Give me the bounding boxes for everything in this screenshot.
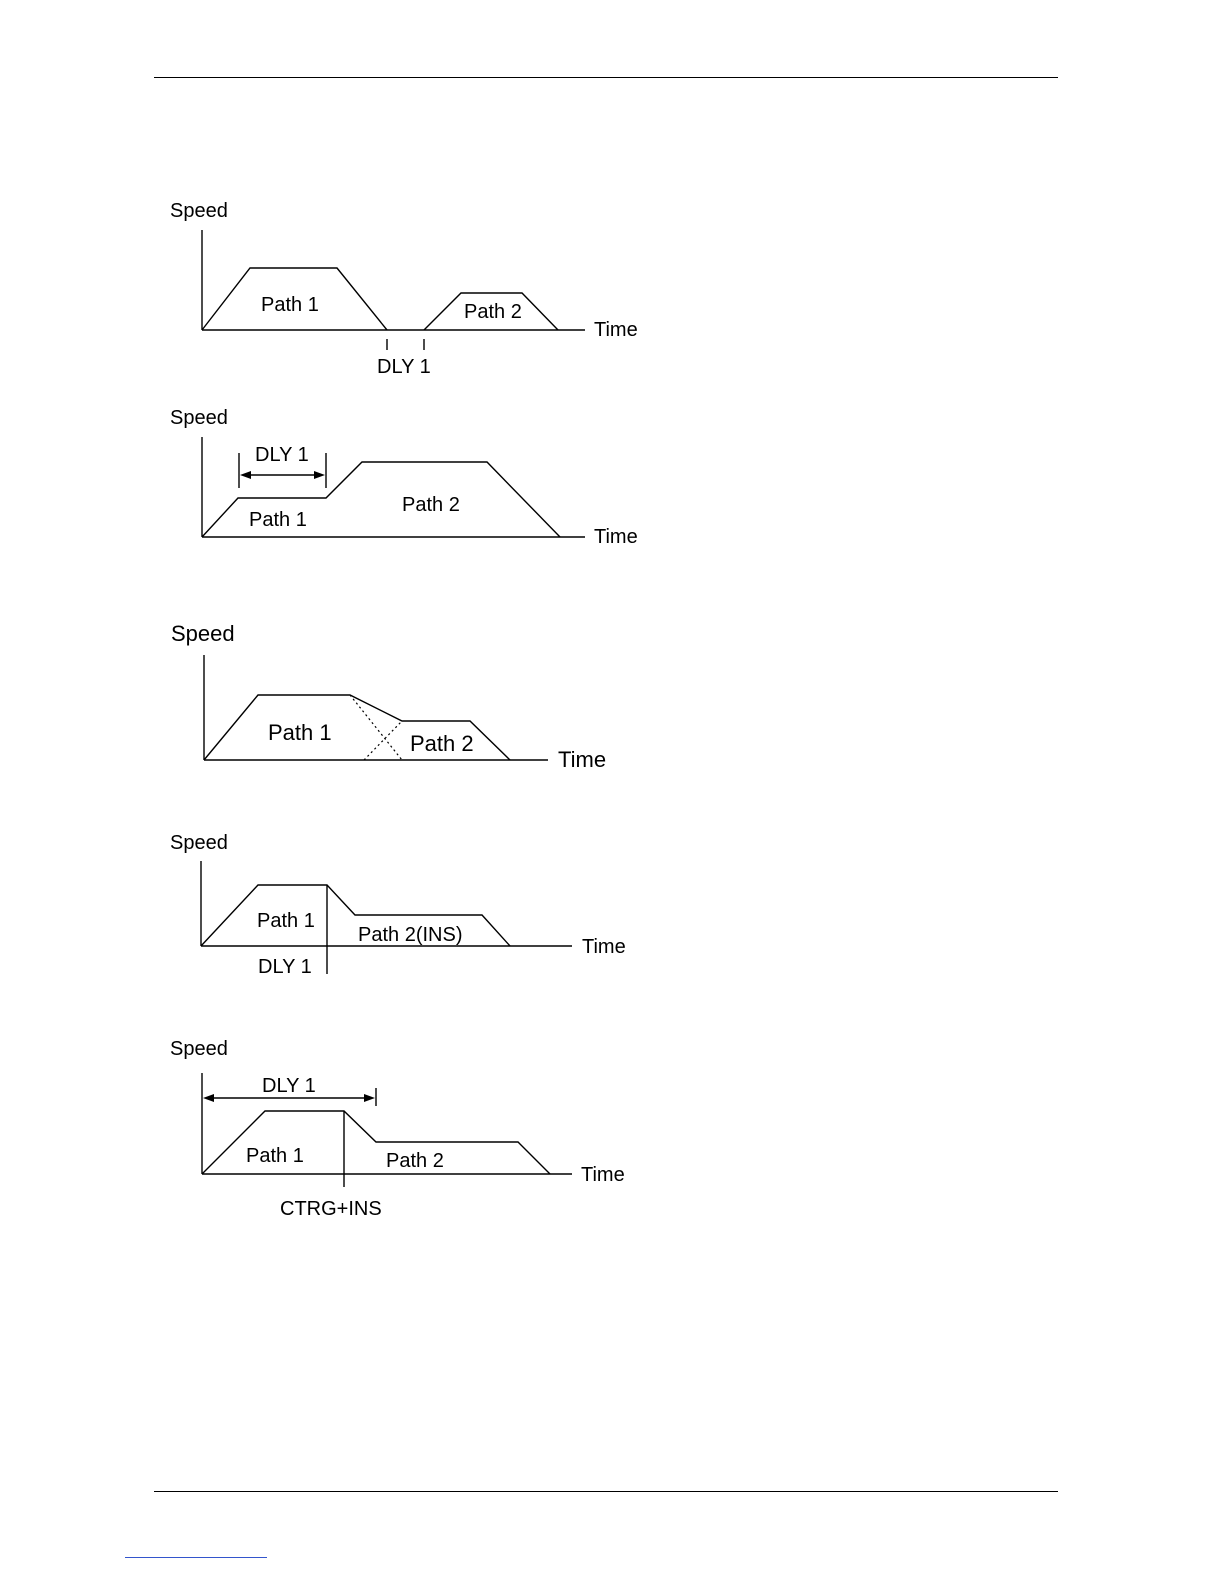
- time-axis-label: Time: [581, 1164, 625, 1186]
- time-axis-label: Time: [582, 936, 626, 958]
- path-2-label: Path 2: [464, 301, 522, 323]
- path-1-label: Path 1: [268, 720, 332, 745]
- delay-label: DLY 1: [258, 956, 312, 978]
- diagram-4-insert-path: Speed Time Path 1 Path 2(INS) DLY 1: [170, 832, 626, 978]
- path-1-label: Path 1: [246, 1145, 304, 1167]
- trigger-label: CTRG+INS: [280, 1198, 382, 1220]
- delay-label: DLY 1: [377, 356, 431, 378]
- speed-axis-label: Speed: [170, 407, 228, 429]
- speed-axis-label: Speed: [170, 200, 228, 222]
- delay-label: DLY 1: [262, 1075, 316, 1097]
- speed-axis-label: Speed: [170, 1038, 228, 1060]
- speed-axis-label: Speed: [170, 832, 228, 854]
- time-axis-label: Time: [558, 747, 606, 772]
- speed-profile: [201, 885, 510, 946]
- delay-label: DLY 1: [255, 444, 309, 466]
- path-2-label: Path 2: [386, 1150, 444, 1172]
- speed-axis-label: Speed: [171, 621, 235, 646]
- time-axis-label: Time: [594, 319, 638, 341]
- delay-arrow-right: [314, 471, 325, 479]
- path-1-label: Path 1: [249, 509, 307, 531]
- time-axis-label: Time: [594, 526, 638, 548]
- path-2-accel-dotted: [364, 721, 402, 760]
- path-2-label: Path 2: [402, 494, 460, 516]
- path-2-label: Path 2(INS): [358, 924, 462, 946]
- path-1-label: Path 1: [261, 294, 319, 316]
- diagram-3-blended-paths: Speed Time Path 1 Path 2: [171, 621, 606, 772]
- path-1-decel-dotted: [350, 695, 402, 760]
- delay-arrow-right: [364, 1094, 375, 1102]
- delay-arrow-left: [203, 1094, 214, 1102]
- delay-arrow-left: [240, 471, 251, 479]
- path-1-label: Path 1: [257, 910, 315, 932]
- diagram-2-overlapped-with-delay: Speed Time Path 1 Path 2 DLY 1: [170, 407, 638, 548]
- diagram-1-separate-paths-with-delay: Speed Time Path 1 Path 2 DLY 1: [170, 200, 638, 378]
- diagram-5-trigger-insert: Speed Time DLY 1 Path 1 Path 2 CTRG+INS: [170, 1038, 625, 1220]
- path-2-label: Path 2: [410, 731, 474, 756]
